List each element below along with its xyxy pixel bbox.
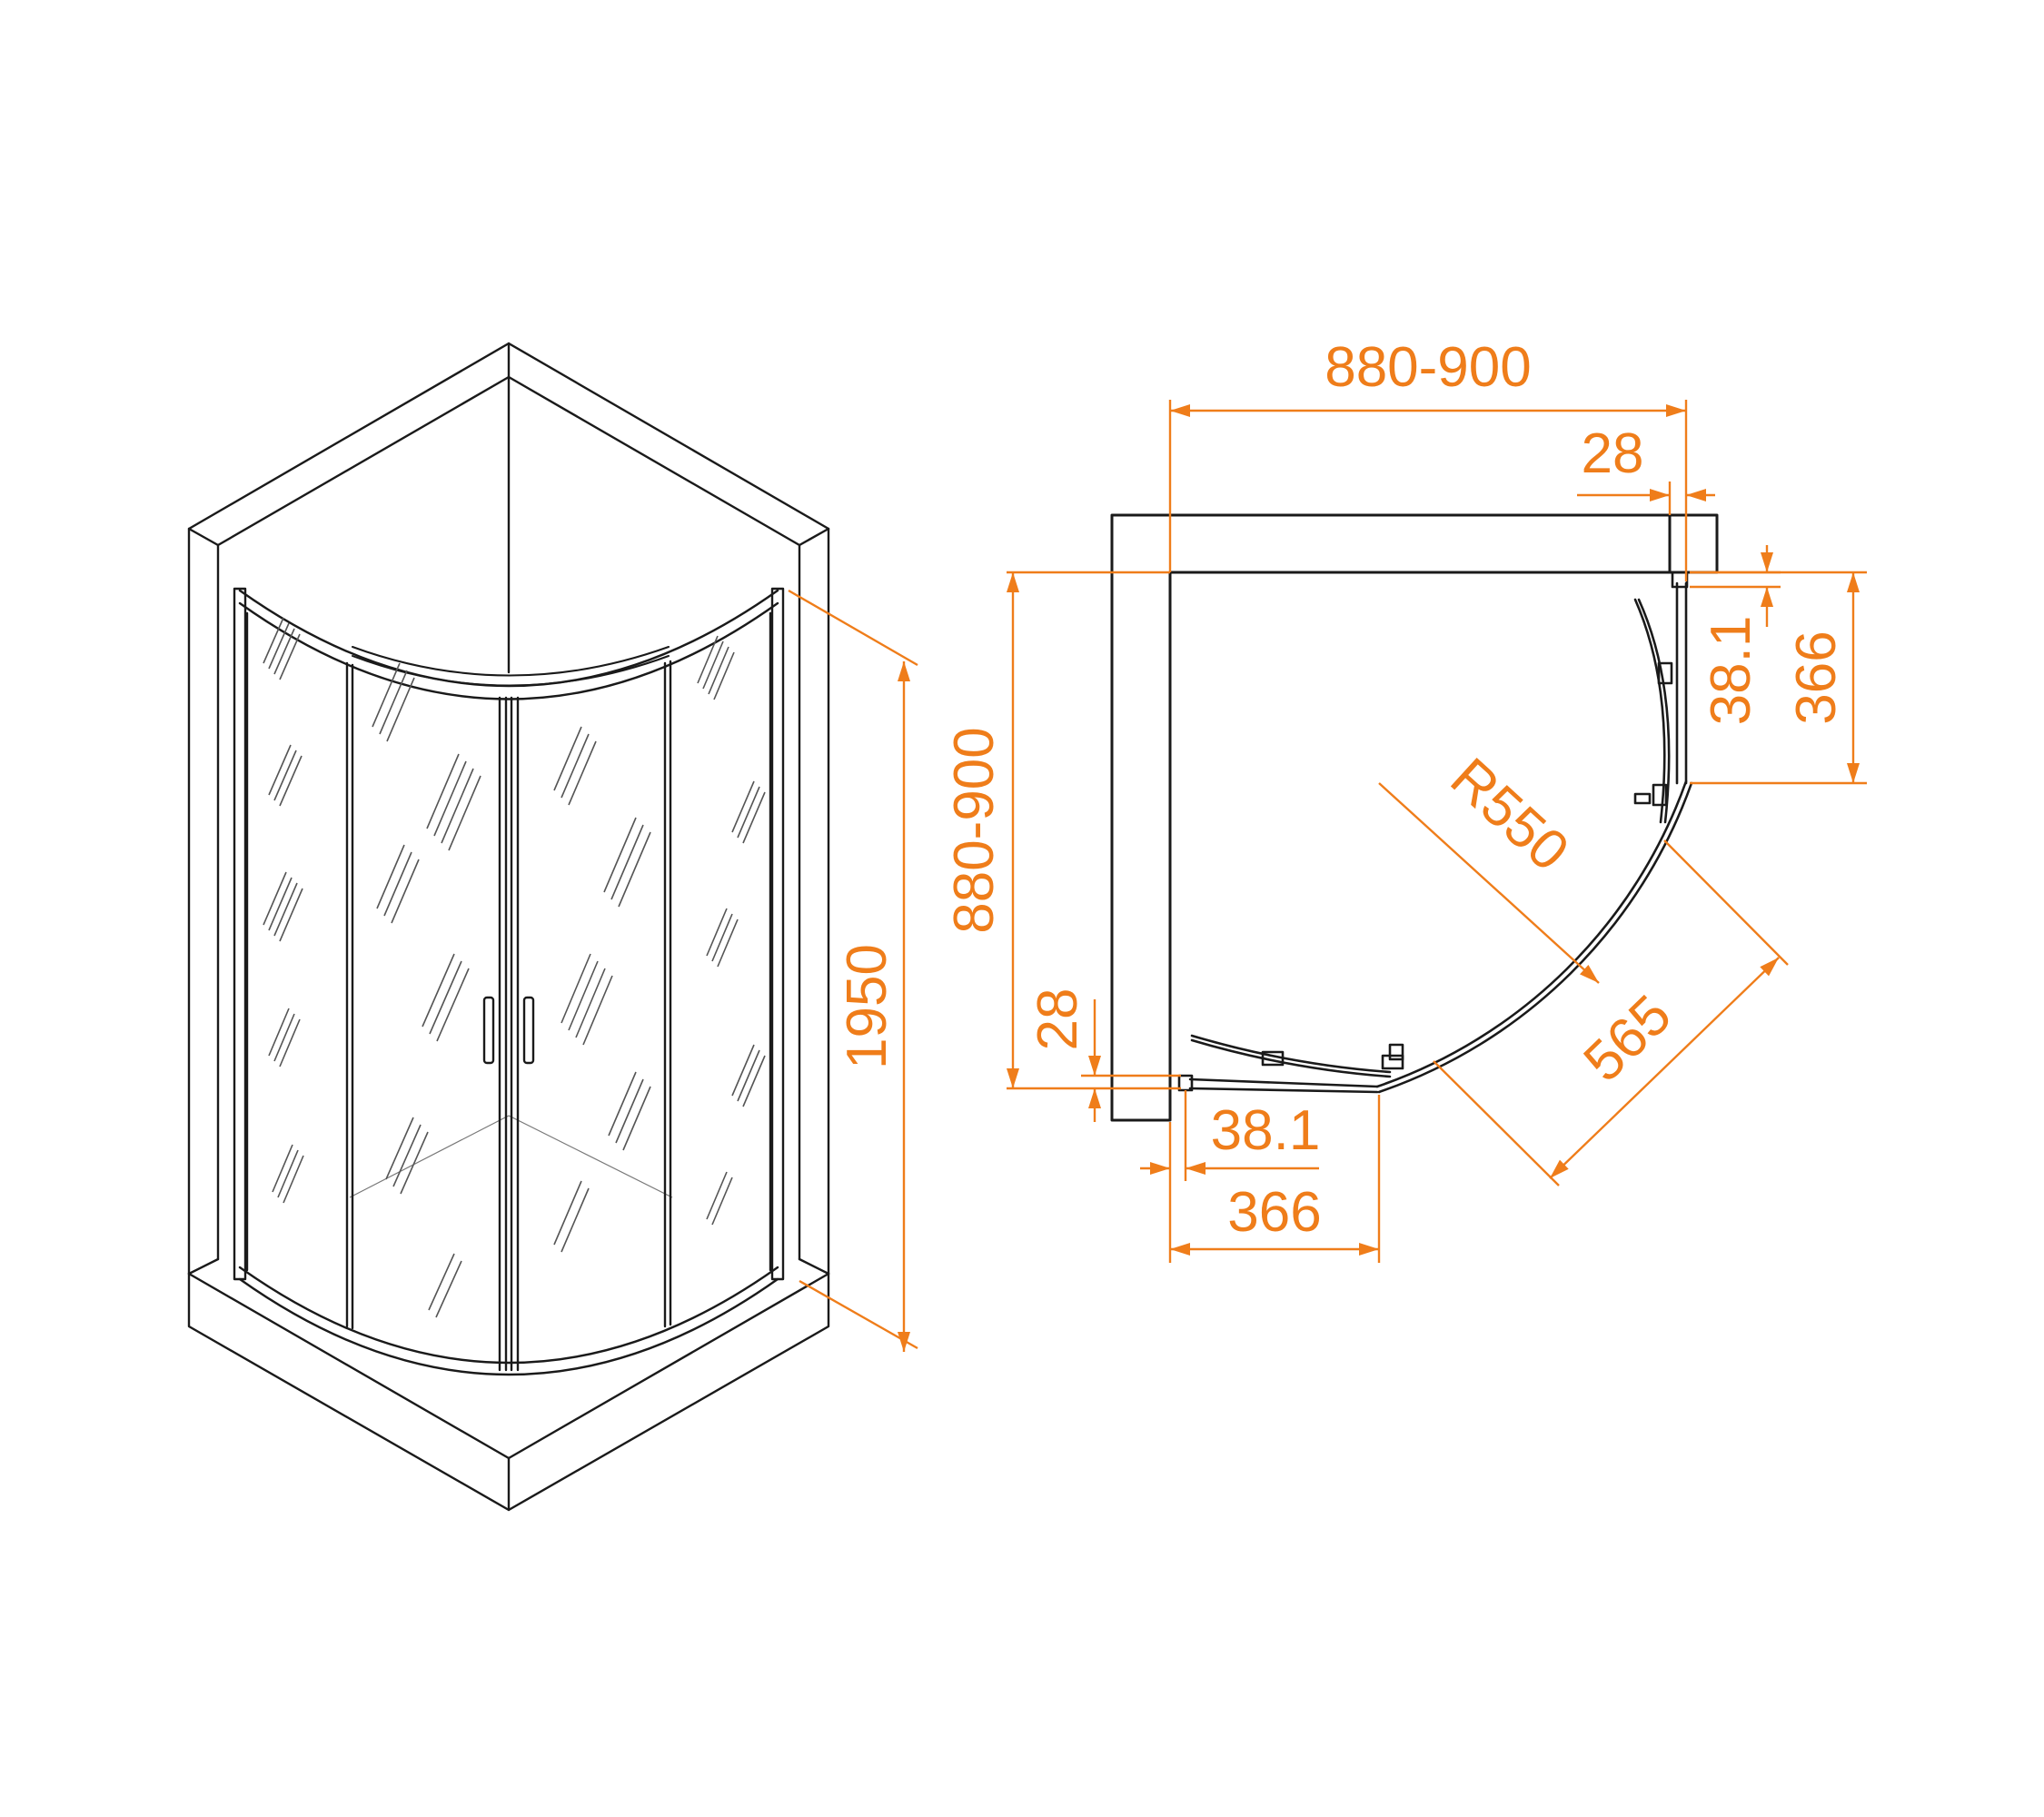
dim-bottom-gap: 38.1 [1140, 1090, 1320, 1181]
bottom-length-label: 366 [1227, 1181, 1321, 1244]
iso-walls [187, 342, 830, 1276]
height-label: 1950 [836, 944, 898, 1069]
iso-glass-hatching [263, 617, 766, 1318]
dim-left-offset: 28 [1027, 988, 1181, 1122]
iso-floor [349, 1115, 673, 1198]
plan-view: 880-900 28 38.1 366 [943, 336, 1867, 1263]
iso-enclosure-frame [233, 587, 785, 1376]
iso-base-tray [187, 1257, 830, 1512]
width-label: 880-900 [1325, 336, 1532, 399]
iso-door-handles [482, 996, 535, 1065]
left-offset-label: 28 [1027, 988, 1089, 1051]
dim-top-offset: 28 [1577, 422, 1715, 515]
dim-right-gap: 38.1 [1690, 545, 1781, 725]
top-offset-label: 28 [1582, 422, 1644, 485]
dim-radius: R550 [1378, 746, 1603, 988]
isometric-view: 1950 [187, 342, 918, 1512]
dim-right-length: 366 [1690, 571, 1867, 785]
bottom-gap-label: 38.1 [1211, 1099, 1321, 1162]
dim-height: 1950 [788, 589, 918, 1352]
diagonal-label: 565 [1573, 984, 1683, 1094]
dim-depth: 880-900 [943, 571, 1181, 1090]
right-gap-label: 38.1 [1700, 616, 1762, 726]
dim-width: 880-900 [1168, 336, 1688, 581]
right-length-label: 366 [1785, 630, 1848, 724]
dim-diagonal: 565 [1433, 839, 1789, 1187]
radius-label: R550 [1439, 746, 1581, 883]
dim-bottom-length: 366 [1168, 1095, 1381, 1263]
depth-label: 880-900 [943, 727, 1006, 934]
